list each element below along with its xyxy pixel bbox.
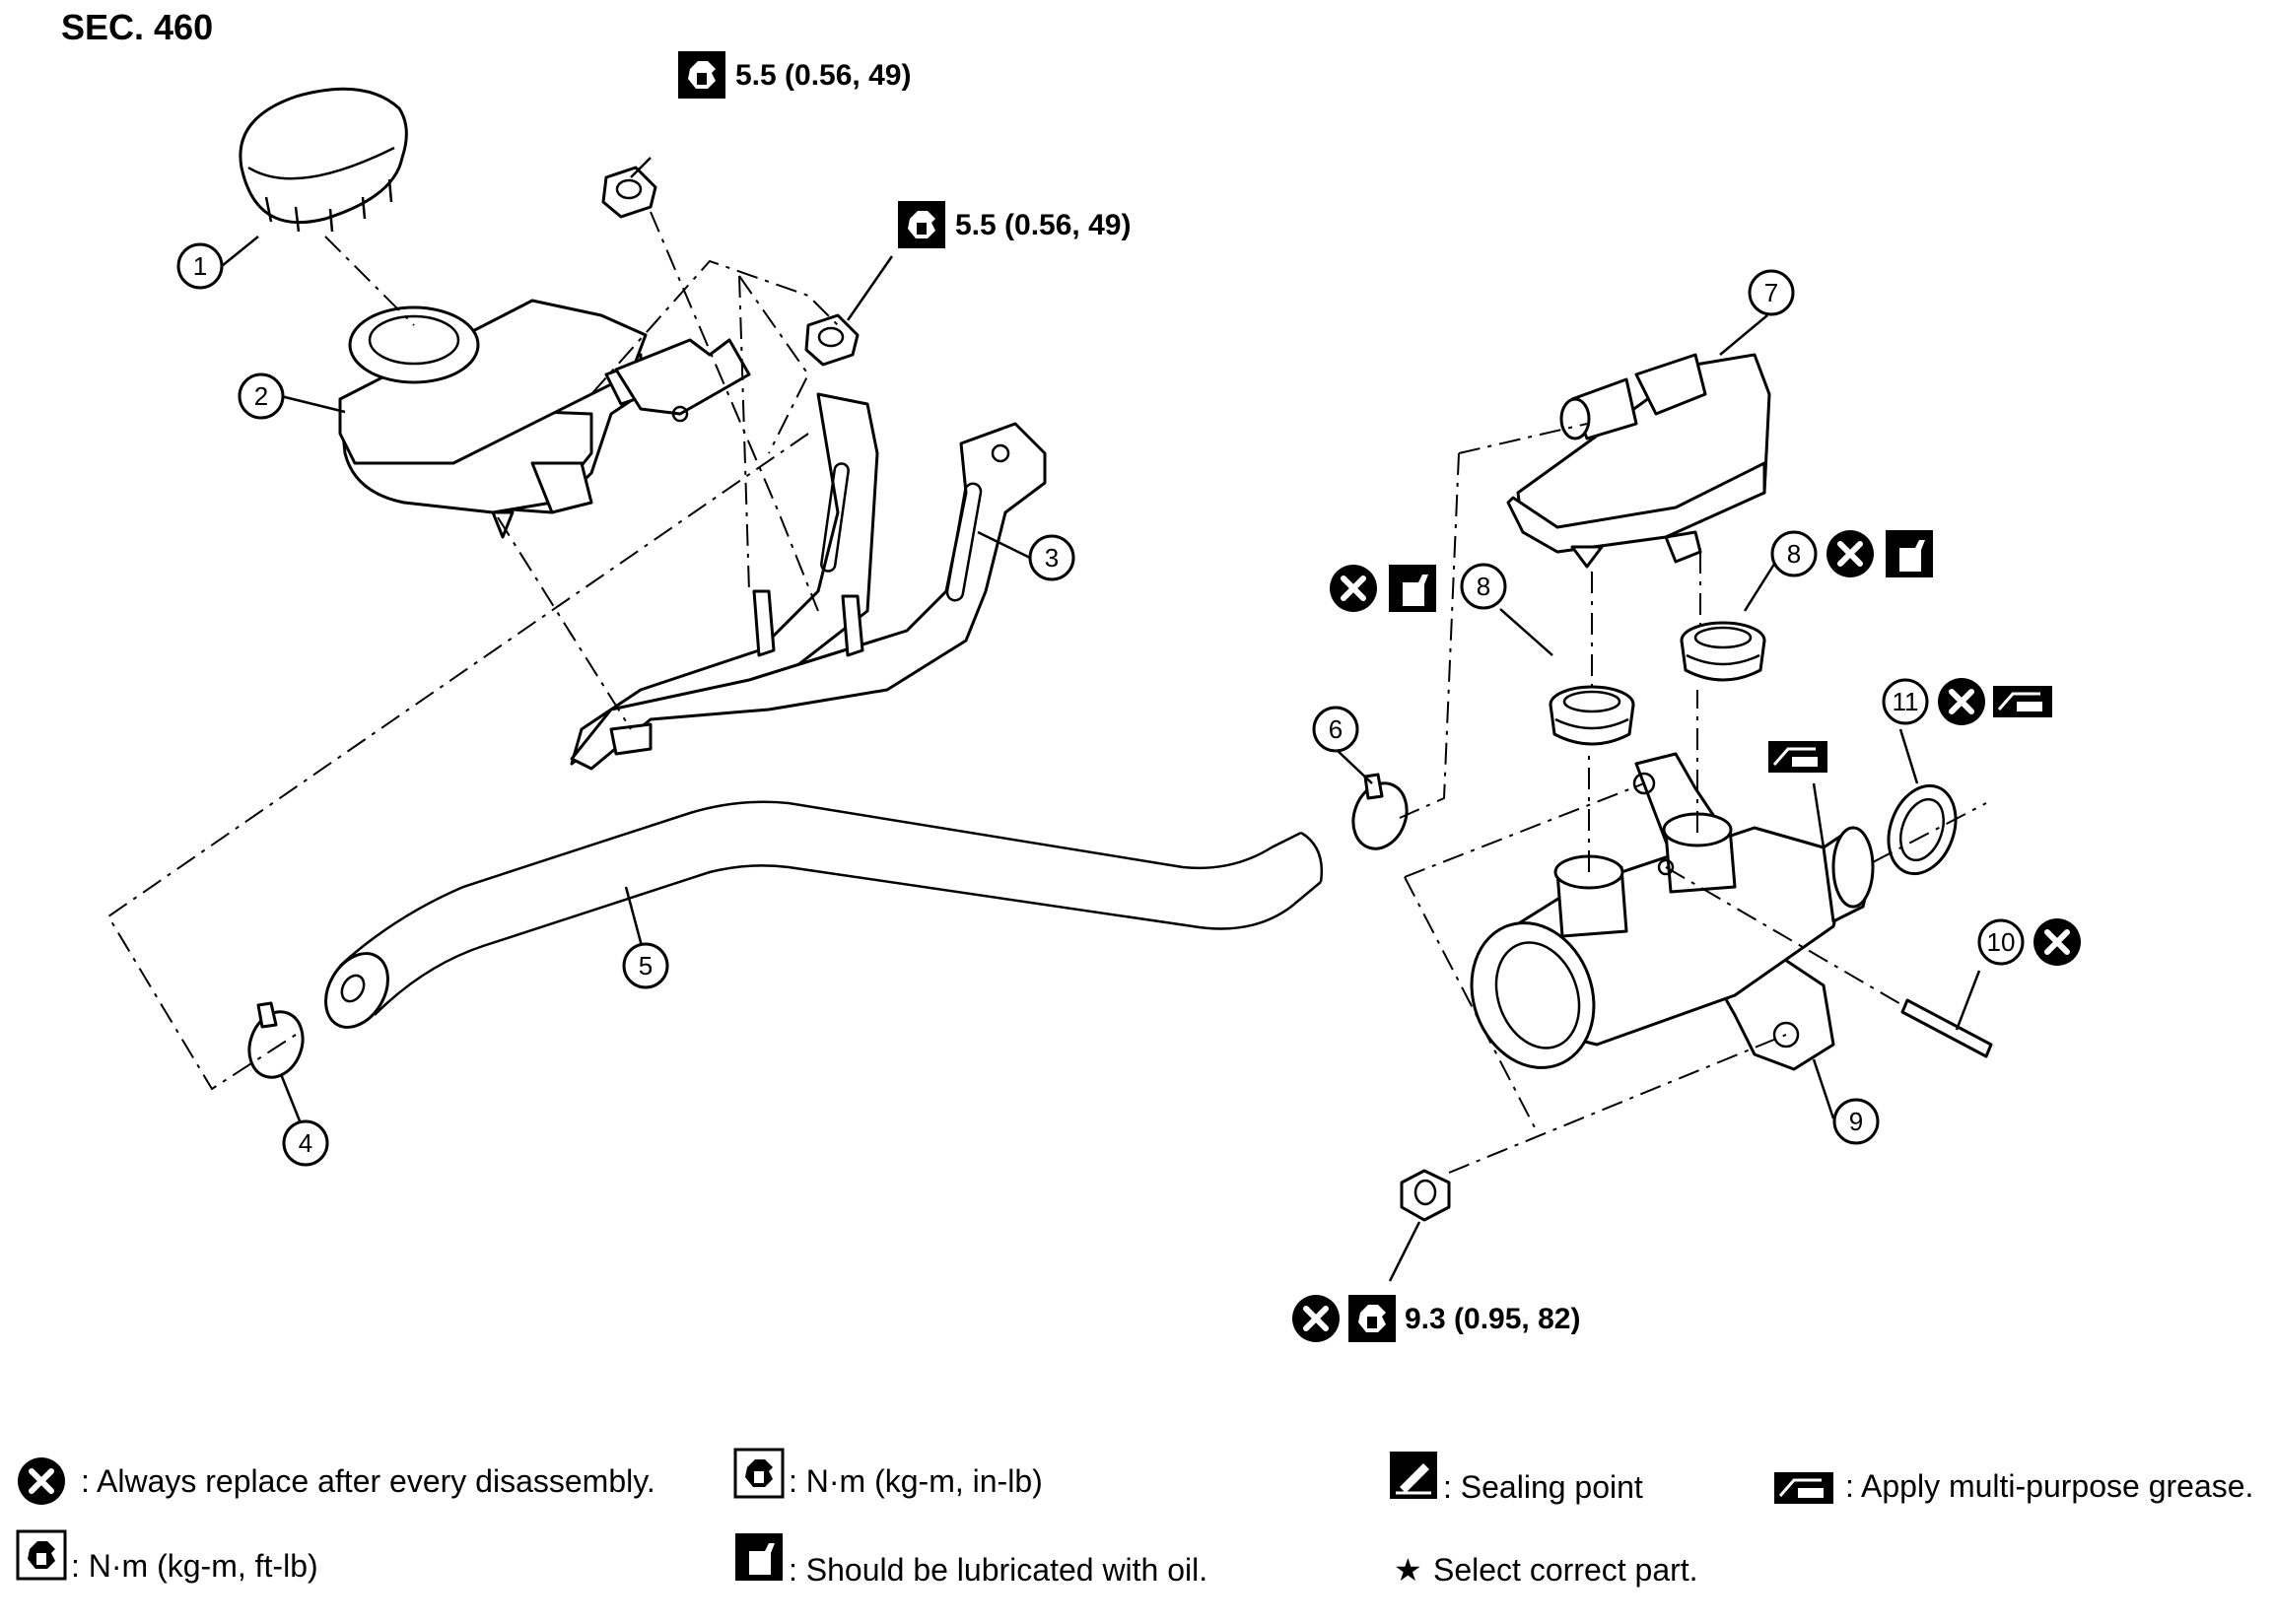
replace-icon xyxy=(1826,530,1874,577)
grease-icon xyxy=(1766,739,1829,775)
svg-text:2: 2 xyxy=(254,381,268,411)
svg-text:7: 7 xyxy=(1764,278,1778,307)
legend-select: ★ Select correct part. xyxy=(1394,1552,1698,1588)
callout-6: 6 xyxy=(1312,706,1359,753)
bracket-nut-right xyxy=(804,313,860,367)
oil-icon xyxy=(1886,530,1933,577)
svg-text:Select correct part.: Select correct part. xyxy=(1433,1552,1698,1588)
svg-text:4: 4 xyxy=(299,1128,312,1158)
torque-spec-nut: 9.3 (0.95, 82) xyxy=(1292,1295,1580,1342)
callout-1: 1 xyxy=(176,242,224,290)
legend-torque-ft-lb: : N·m (kg-m, ft-lb) xyxy=(16,1529,318,1584)
callout-7: 7 xyxy=(1748,269,1795,316)
brake-hose xyxy=(324,800,1324,1029)
retaining-pin xyxy=(1900,998,1993,1058)
callout-8-right: 8 xyxy=(1770,530,1818,577)
grommet-left xyxy=(1549,685,1635,746)
section-label: SEC. 460 xyxy=(61,7,213,47)
svg-text:1: 1 xyxy=(193,251,207,281)
svg-text:10: 10 xyxy=(1987,927,2016,957)
star-icon: ★ xyxy=(1394,1552,1422,1588)
callout-3: 3 xyxy=(1028,534,1075,581)
legend-torque-in-lb: : N·m (kg-m, in-lb) xyxy=(733,1448,1043,1499)
torque-spec-right: 5.5 (0.56, 49) xyxy=(898,201,1131,248)
svg-text:: Should be lubricated with oi: : Should be lubricated with oil. xyxy=(789,1552,1207,1588)
callout-5: 5 xyxy=(622,942,669,989)
svg-text:9: 9 xyxy=(1849,1107,1863,1136)
svg-text:5.5 (0.56, 49): 5.5 (0.56, 49) xyxy=(735,59,911,92)
replace-icon xyxy=(1330,565,1377,612)
master-cylinder-nut xyxy=(1400,1169,1451,1222)
svg-text:8: 8 xyxy=(1787,539,1801,569)
svg-text:8: 8 xyxy=(1477,572,1490,601)
reservoir-cap xyxy=(239,87,408,233)
bracket-nut-top xyxy=(601,166,657,219)
svg-text:: Always replace after every d: : Always replace after every disassembly… xyxy=(81,1463,655,1499)
callout-2: 2 xyxy=(238,372,285,420)
torque-spec-top: 5.5 (0.56, 49) xyxy=(678,51,911,99)
hose-clamp-left xyxy=(247,1001,305,1079)
svg-text:6: 6 xyxy=(1329,714,1343,744)
svg-text:3: 3 xyxy=(1045,543,1059,573)
reservoir-tank xyxy=(338,299,662,539)
master-cylinder xyxy=(1470,752,1875,1071)
replace-icon xyxy=(2033,918,2081,966)
svg-text:: Apply multi-purpose grease.: : Apply multi-purpose grease. xyxy=(1845,1468,2253,1504)
replace-icon xyxy=(1938,678,1985,725)
hose-clamp-right xyxy=(1351,773,1409,850)
callout-10: 10 xyxy=(1977,918,2025,966)
legend-oil: : Should be lubricated with oil. xyxy=(735,1533,1207,1588)
reservoir-bracket xyxy=(570,338,1047,771)
o-ring xyxy=(1887,783,1958,876)
callout-9: 9 xyxy=(1832,1098,1880,1145)
svg-text:5: 5 xyxy=(639,951,653,981)
legend-replace: : Always replace after every disassembly… xyxy=(18,1457,655,1505)
callout-11: 11 xyxy=(1882,678,1929,725)
svg-text:11: 11 xyxy=(1893,687,1919,716)
legend: : Always replace after every disassembly… xyxy=(16,1448,2253,1588)
reservoir-connector xyxy=(1506,353,1771,569)
svg-text:5.5 (0.56, 49): 5.5 (0.56, 49) xyxy=(955,209,1131,241)
oil-icon xyxy=(1389,565,1436,612)
legend-sealing: : Sealing point xyxy=(1388,1450,1643,1505)
callout-4: 4 xyxy=(282,1119,329,1167)
svg-text:: Sealing point: : Sealing point xyxy=(1443,1469,1643,1505)
leader-lines xyxy=(221,157,1981,1282)
grommet-right xyxy=(1680,621,1766,682)
callout-8-left: 8 xyxy=(1460,563,1507,610)
svg-text:: N·m (kg-m, in-lb): : N·m (kg-m, in-lb) xyxy=(789,1463,1043,1499)
assembly-lines xyxy=(106,211,1987,1174)
grease-icon xyxy=(1991,684,2054,719)
svg-text:9.3 (0.95, 82): 9.3 (0.95, 82) xyxy=(1405,1303,1580,1335)
svg-text:: N·m (kg-m, ft-lb): : N·m (kg-m, ft-lb) xyxy=(71,1548,318,1584)
legend-grease: : Apply multi-purpose grease. xyxy=(1772,1468,2253,1506)
